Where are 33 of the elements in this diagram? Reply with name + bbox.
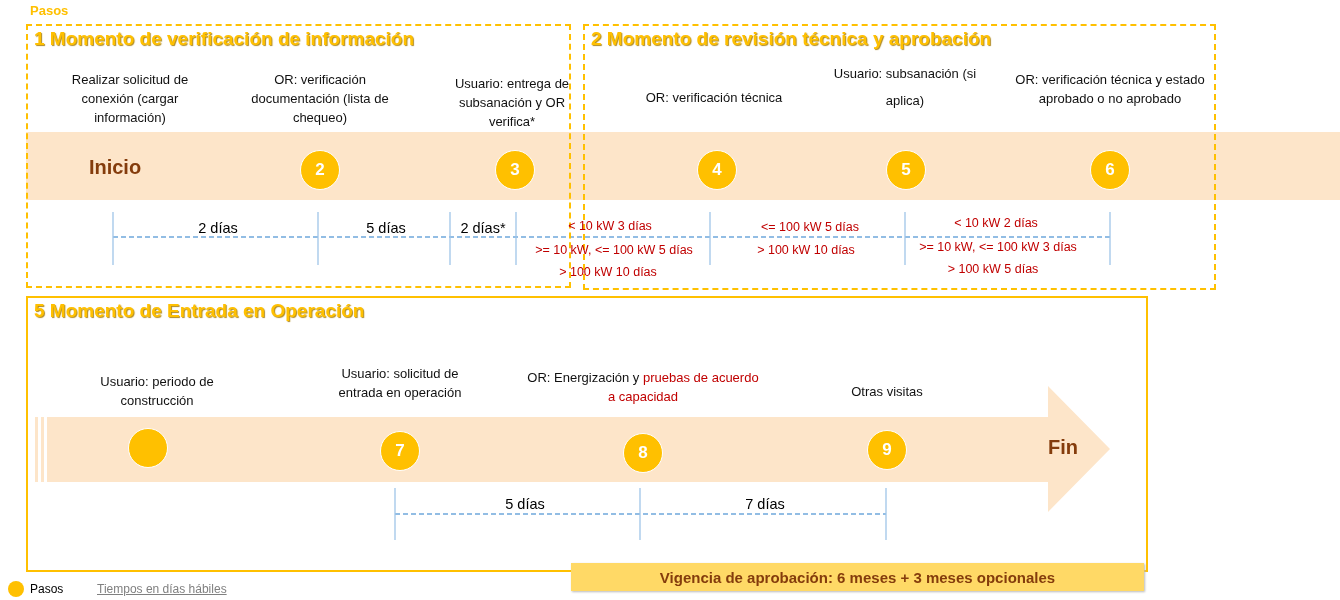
step-description: OR: verificación documentación (lista de chequeo) [250, 71, 390, 127]
legend-label: Pasos [30, 582, 64, 596]
step-description: Usuario: solicitud de entrada en operación [337, 365, 463, 402]
phase-title: 5 Momento de Entrada en Operación [34, 300, 365, 322]
step-description: Realizar solicitud de conexión (cargar información) [70, 71, 190, 127]
step-description: Usuario: periodo de construcción [99, 373, 215, 410]
section-label: Pasos [30, 3, 69, 18]
duration-label: >= 10 kW, <= 100 kW 5 días [535, 243, 693, 257]
phase-title: 2 Momento de revisión técnica y aprobación [591, 28, 992, 50]
step-description: OR: verificación técnica [644, 89, 784, 107]
validity-banner: Vigencia de aprobación: 6 meses + 3 meses opcionales [571, 563, 1144, 591]
step-description: Usuario: subsanación (si aplica) [832, 65, 978, 110]
end-label: Fin [1038, 436, 1088, 464]
step-description: Usuario: entrega de subsanación y OR verifica* [453, 75, 571, 131]
duration-label: < 10 kW 2 días [954, 216, 1038, 230]
duration-label: > 100 kW 10 días [757, 243, 855, 257]
step-description: OR: Energización y pruebas de acuerdo a capacidad [526, 369, 760, 406]
duration-label: 5 días [366, 220, 406, 236]
duration-label: 2 días [198, 220, 238, 236]
step-description: OR: verificación técnica y estado aprobado o no aprobado [1015, 71, 1205, 108]
footnote: Tiempos en días hábiles [97, 582, 227, 596]
duration-label: <= 100 kW 5 días [761, 220, 859, 234]
phase-panel [26, 24, 571, 288]
duration-label: < 10 kW 3 días [568, 219, 652, 233]
duration-label: > 100 kW 5 días [947, 262, 1039, 276]
start-label: Inicio [80, 156, 150, 184]
duration-label: >= 10 kW, <= 100 kW 3 días [919, 240, 1077, 254]
step-description: Otras visitas [850, 383, 924, 401]
duration-label: 7 días [745, 496, 785, 512]
duration-label: 2 días* [460, 220, 506, 236]
duration-label: 5 días [505, 496, 545, 512]
duration-label: > 100 kW 10 días [559, 265, 657, 279]
phase-title: 1 Momento de verificación de información [34, 28, 415, 50]
